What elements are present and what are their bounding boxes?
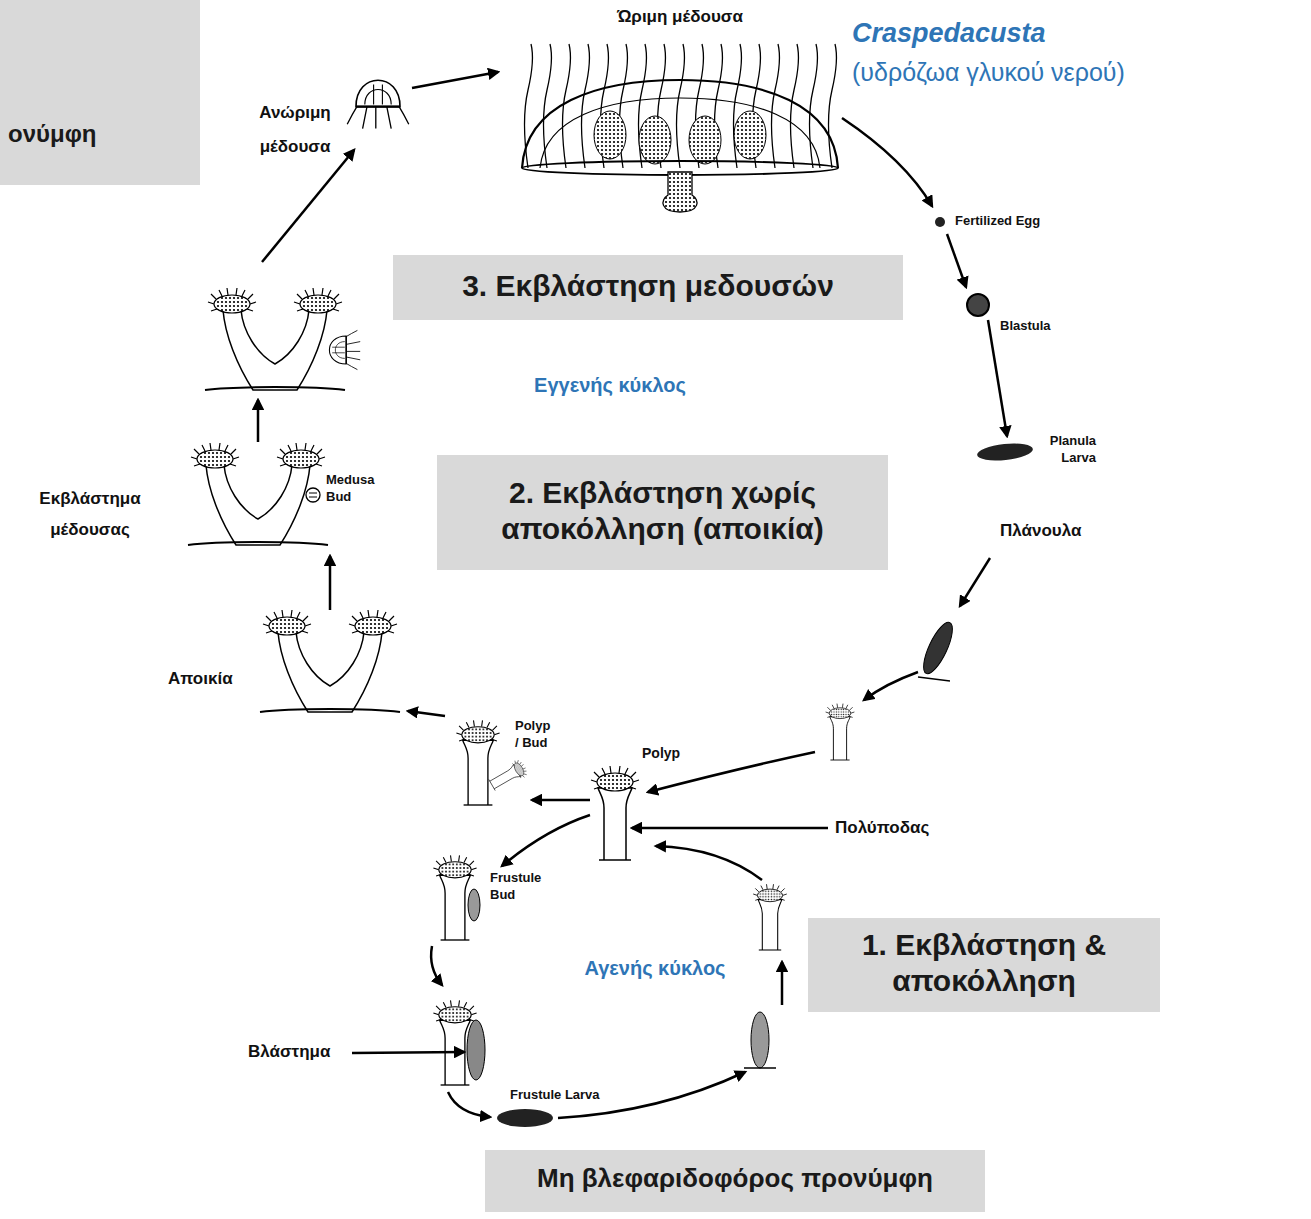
medusa-gonad (639, 116, 671, 164)
genus-name: Craspedacusta (852, 16, 1046, 51)
mature-medusa (522, 44, 838, 212)
stage-name: Αποικία (168, 668, 233, 690)
cycle-arrow (262, 150, 354, 262)
cycle-name: Αγενής κύκλος (560, 955, 750, 981)
cycle-arrow (947, 234, 966, 287)
blastula (967, 294, 989, 316)
stage-name-en: Frustule Larva (510, 1087, 600, 1104)
stage-title: 2. Εκβλάστηση χωρίς αποκόλληση (αποικία) (451, 475, 874, 547)
stage-name: Πλάνουλα (1000, 520, 1081, 542)
polyp (591, 766, 639, 860)
cycle-arrow (431, 946, 442, 985)
stage-name-en: Planula Larva (1036, 433, 1096, 467)
fertilized-egg (935, 217, 945, 227)
medusa-tentacle (582, 44, 590, 168)
stage-box: Μη βλεφαριδοφόρος προνύμφη (485, 1150, 985, 1212)
stage-name-en: Blastula (1000, 318, 1051, 335)
stage-name-en: Medusa Bud (326, 472, 378, 506)
cycle-arrow (864, 672, 918, 700)
frustule-larva (497, 1109, 553, 1127)
stage-name-en: Fertilized Egg (955, 213, 1040, 230)
cycle-arrow (408, 711, 445, 716)
stage-title: Μη βλεφαριδοφόρος προνύμφη (537, 1163, 933, 1194)
medusa-manubrium (663, 172, 697, 212)
medusa-tentacle (525, 44, 837, 168)
group-note: (υδρόζωα γλυκού νερού) (852, 56, 1125, 89)
colony (205, 288, 345, 390)
cycle-arrow (448, 1092, 490, 1117)
cycle-arrow (329, 556, 332, 610)
stage-name-en: Frustule Bud (490, 870, 548, 904)
medusa-tentacle (810, 44, 818, 168)
cycle-arrow (502, 815, 590, 866)
cycle-arrow (842, 118, 932, 206)
medusa-gonad (594, 111, 626, 159)
cycle-arrow (257, 400, 260, 442)
colony (188, 443, 328, 545)
cycle-arrow (352, 1052, 464, 1053)
stage-box: 2. Εκβλάστηση χωρίς αποκόλληση (αποικία) (437, 455, 888, 570)
immature-medusa (347, 80, 409, 128)
settled-frustule (751, 1012, 769, 1068)
cycle-arrow (532, 799, 590, 802)
substrate-line (744, 1067, 776, 1069)
medusa-tentacle (563, 44, 571, 168)
colony (260, 610, 400, 712)
frustule-bud (467, 1020, 485, 1080)
medusa-bud (306, 488, 320, 502)
medusa-tentacle (772, 44, 780, 168)
stage-name: Ώριμη μέδουσα (580, 6, 780, 28)
medusa-gonad (734, 111, 766, 159)
stage-name: Βλάστημα (248, 1041, 330, 1063)
cycle-arrow (412, 72, 498, 88)
frustule-bud (468, 889, 480, 921)
polyp-bud (487, 758, 529, 793)
stage-name: Ανώριμη μέδουσα (240, 96, 350, 164)
planula-larva (976, 441, 1033, 463)
polyp (456, 720, 499, 805)
cycle-arrow (988, 320, 1007, 436)
young-polyp (753, 884, 787, 950)
substrate-line (918, 677, 950, 681)
medusa-gonad (689, 116, 721, 164)
settled-planula (918, 619, 958, 677)
medusa-bell (540, 98, 820, 168)
cycle-arrow (781, 962, 784, 1005)
stage-box: ονύμφη (0, 0, 200, 185)
stage-title: ονύμφη (8, 120, 97, 149)
cycle-name: Εγγενής κύκλος (510, 372, 710, 398)
cycle-arrow (632, 827, 828, 830)
budding-medusa (329, 330, 360, 369)
medusa-bud (309, 493, 317, 497)
cycle-arrow (960, 558, 990, 606)
cycle-arrow (656, 846, 762, 880)
stage-box: 3. Εκβλάστηση μεδουσών (393, 255, 903, 320)
medusa-tentacle (791, 44, 799, 168)
stage-box: 1. Εκβλάστηση & αποκόλληση (808, 918, 1160, 1012)
medusa-bell (522, 80, 838, 168)
young-polyp (826, 704, 855, 760)
stage-name-en: Polyp / Bud (515, 718, 555, 752)
stage-name: Πολύποδας (835, 817, 929, 839)
stage-name-en: Polyp (642, 744, 680, 762)
stage-title: 3. Εκβλάστηση μεδουσών (462, 268, 834, 304)
stage-title: 1. Εκβλάστηση & αποκόλληση (822, 927, 1146, 999)
medusa-tentacle (677, 44, 685, 168)
stage-name: Εκβλάστημα μέδουσας (10, 484, 170, 545)
